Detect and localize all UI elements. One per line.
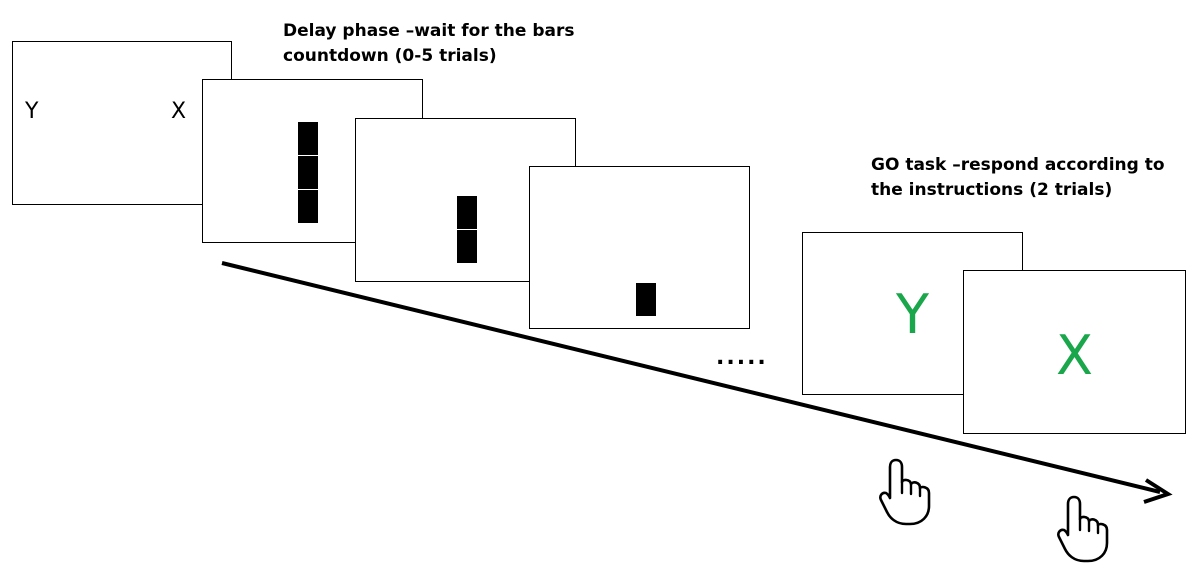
instruction-screen: Y X	[12, 41, 232, 205]
go-task-caption: GO task –respond according to the instru…	[871, 153, 1165, 203]
go-caption-line-1: GO task –respond according to	[871, 155, 1165, 175]
go-letter-first: Y	[896, 283, 929, 346]
go-screen-second: X	[963, 270, 1186, 434]
countdown-bar	[457, 196, 477, 229]
delay-caption-line-1: Delay phase –wait for the bars	[283, 21, 575, 41]
countdown-bars	[457, 196, 477, 263]
delay-phase-caption: Delay phase –wait for the bars countdown…	[283, 19, 574, 69]
go-caption-line-2: the instructions (2 trials)	[871, 180, 1113, 200]
instruction-right-letter: X	[171, 99, 187, 124]
countdown-bar	[636, 283, 656, 316]
hand-pointer-icon	[879, 458, 931, 526]
countdown-bar	[457, 229, 477, 263]
timeline-arrow	[221, 261, 1173, 504]
countdown-bars	[298, 122, 318, 223]
instruction-left-letter: Y	[25, 99, 39, 124]
countdown-screen-1-bar	[529, 166, 750, 329]
countdown-bar	[298, 155, 318, 189]
delay-caption-line-2: countdown (0-5 trials)	[283, 46, 497, 66]
countdown-bar	[298, 189, 318, 223]
ellipsis: .....	[716, 345, 768, 370]
go-letter-second: X	[1056, 324, 1093, 387]
countdown-bars	[636, 283, 656, 316]
countdown-bar	[298, 122, 318, 155]
hand-pointer-icon	[1057, 495, 1109, 563]
